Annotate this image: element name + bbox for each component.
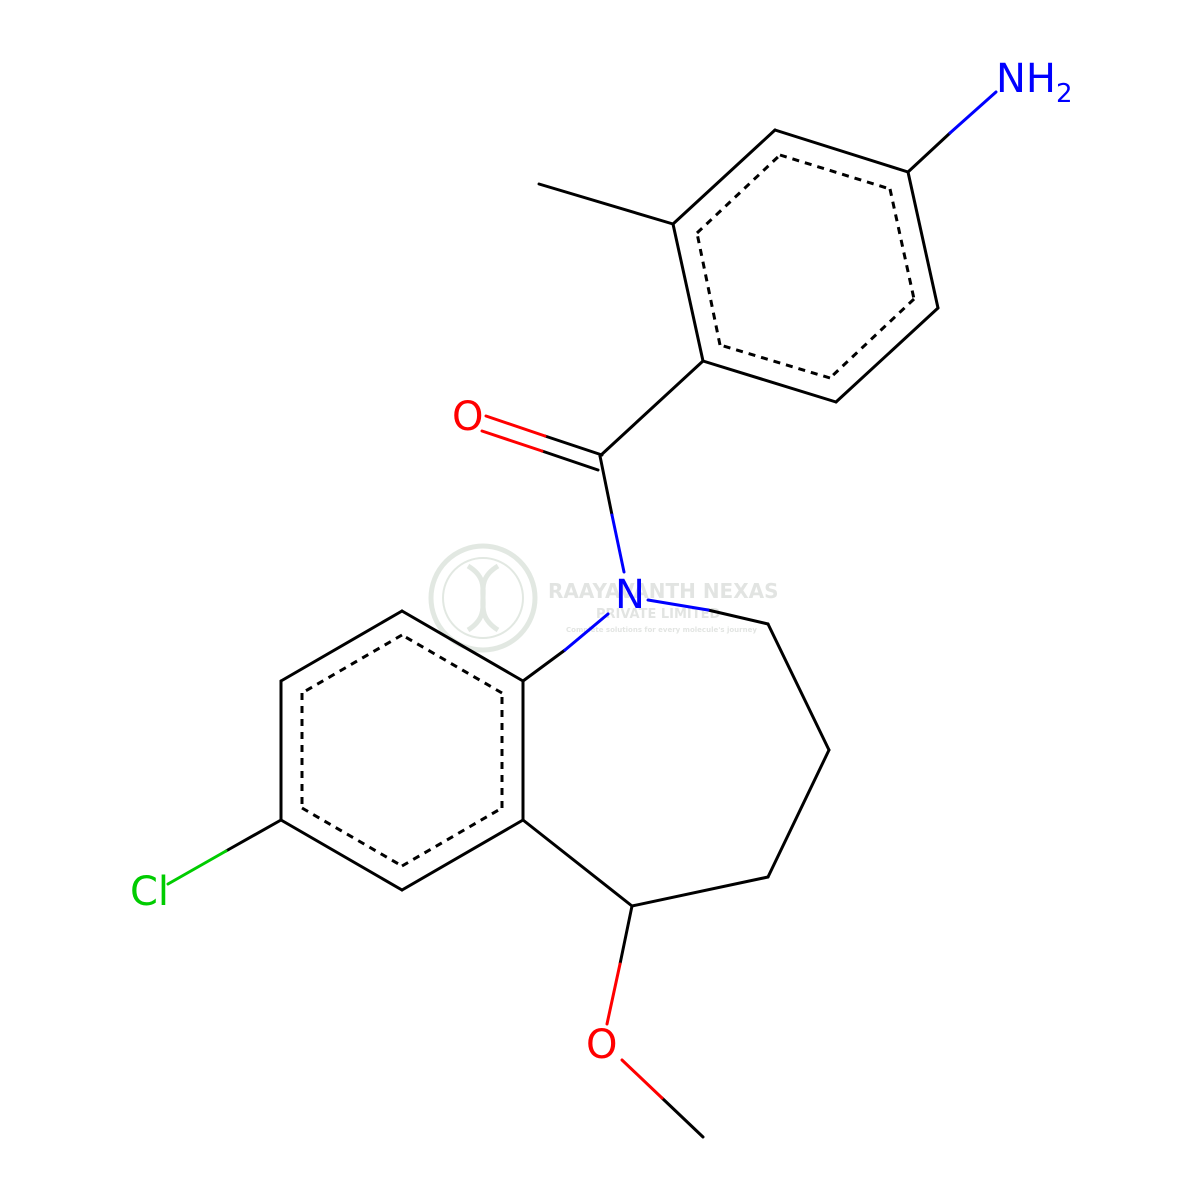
aromatic-bonds: [300, 153, 916, 868]
bond-line: [598, 454, 614, 517]
bond-line: [400, 609, 525, 683]
aromatic-bond: [401, 633, 503, 695]
bond-line: [834, 306, 940, 404]
bond-line: [166, 849, 228, 886]
bond-line: [537, 182, 675, 226]
bond-line: [480, 429, 544, 453]
bond-line: [484, 414, 547, 438]
bond-line: [671, 128, 777, 226]
bond-line: [766, 748, 831, 879]
bond-line: [948, 90, 998, 135]
bond-line: [605, 962, 622, 1026]
bond-line: [706, 608, 770, 626]
amine-label-subscript: 2: [1056, 79, 1073, 109]
bond-line: [540, 449, 600, 472]
carbonyl-oxygen-label: O: [452, 394, 483, 440]
bond-line: [400, 818, 525, 892]
chlorine-label: Cl: [130, 869, 169, 915]
bond-line: [660, 1096, 705, 1139]
bond-line: [543, 434, 604, 457]
bond-line: [279, 609, 404, 683]
aromatic-bond: [695, 153, 782, 235]
bond-line: [701, 359, 838, 404]
aromatic-bond: [695, 232, 722, 346]
bond-line: [906, 170, 940, 310]
aromatic-bond: [401, 806, 503, 868]
ring-nitrogen-label: N: [615, 572, 645, 618]
aromatic-bond: [301, 806, 403, 868]
bond-line: [906, 131, 952, 174]
bond-line: [563, 612, 610, 652]
bond-line: [521, 648, 567, 683]
bond-line: [610, 513, 626, 574]
hetero-bonds: [166, 90, 998, 1100]
amine-label-main: NH: [996, 56, 1056, 102]
amine-label: NH2: [996, 56, 1073, 109]
ether-oxygen-label: O: [586, 1022, 617, 1068]
bond-line: [646, 598, 710, 612]
aromatic-bond: [719, 343, 831, 380]
atom-labels: NH2 O N Cl O: [130, 56, 1073, 1068]
aromatic-bond: [301, 633, 403, 695]
aromatic-bond: [779, 153, 891, 191]
aromatic-bond: [888, 188, 916, 300]
bond-line: [598, 359, 705, 458]
watermark: RAAYAVANTH NEXAS PRIVATE LIMITED Complet…: [428, 543, 779, 653]
bond-line: [521, 818, 634, 908]
bond-line: [773, 128, 910, 174]
bond-line: [224, 818, 283, 853]
bond-line: [618, 904, 634, 966]
watermark-company-name: RAAYAVANTH NEXAS: [548, 579, 779, 603]
bond-line: [620, 1058, 664, 1100]
watermark-company-type: PRIVATE LIMITED: [596, 607, 721, 622]
bond-line: [766, 622, 831, 752]
bond-line: [671, 222, 705, 363]
bond-line: [630, 875, 770, 908]
watermark-tagline: Complete solutions for every molecule's …: [566, 626, 757, 634]
aromatic-bond: [828, 297, 916, 380]
bonds: [224, 128, 952, 1139]
watermark-logo-icon: [428, 543, 538, 653]
bond-line: [279, 818, 404, 892]
